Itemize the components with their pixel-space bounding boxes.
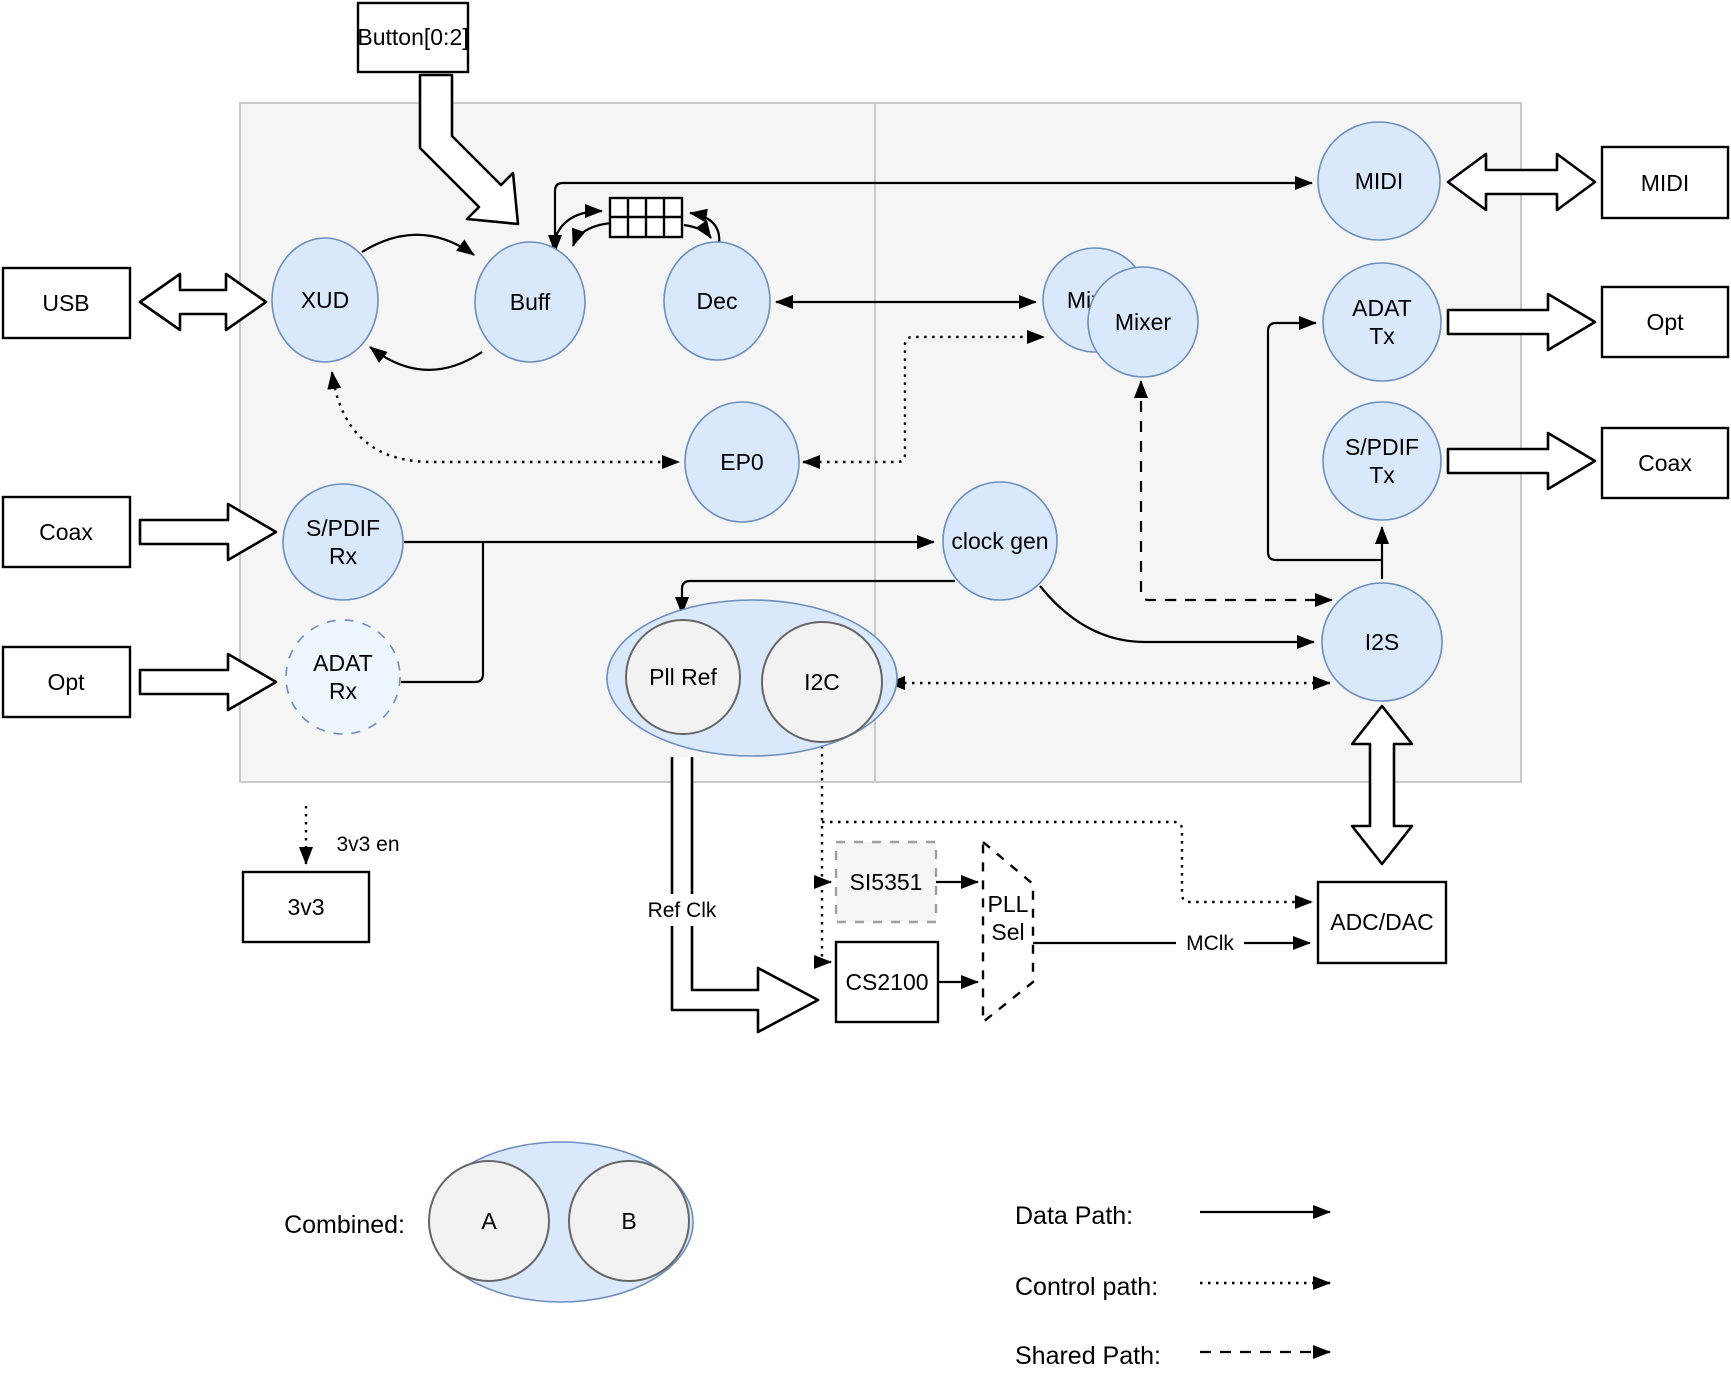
mclk-label: MClk — [1186, 932, 1234, 955]
adat-rx-label-1: ADAT — [313, 650, 373, 676]
ep0-label: EP0 — [720, 449, 763, 475]
opt-out-box — [1600, 285, 1730, 359]
i2s-label: I2S — [1365, 629, 1400, 655]
combined-legend-a-label: A — [481, 1208, 497, 1234]
pll-ref-node — [625, 619, 741, 735]
adat-rx-label-2: Rx — [329, 678, 358, 704]
spdif-tx-node — [1322, 401, 1442, 521]
si5351-label: SI5351 — [850, 869, 923, 895]
pll-sel-label-2: Sel — [991, 919, 1024, 945]
coax-in-box — [1, 495, 132, 569]
adc-dac-box — [1316, 880, 1448, 965]
pll-sel-label-1: PLL — [988, 891, 1029, 917]
adat-rx-node — [285, 619, 401, 735]
dec-queue-link — [689, 208, 721, 245]
combined-legend-circle-b — [568, 1160, 690, 1282]
queue-buff-link — [571, 221, 613, 247]
mixer-i2s-shared — [1134, 380, 1333, 607]
adat-tx-node — [1322, 262, 1442, 382]
midi-out-box — [1600, 145, 1730, 220]
mixer-label: Mixer — [1115, 309, 1172, 335]
buff-queue-link — [550, 204, 603, 251]
data-path-legend-label: Data Path: — [1015, 1202, 1133, 1230]
dec-node — [663, 241, 771, 361]
adat-tx-label-1: ADAT — [1352, 295, 1412, 321]
mixer-node-front — [1087, 266, 1199, 378]
ref-clk-arrow — [670, 757, 820, 1034]
shared-path-legend-label: Shared Path: — [1015, 1342, 1161, 1370]
midi-node — [1317, 121, 1441, 241]
spdif-rx-node — [282, 483, 404, 601]
usb-bidir-arrow — [138, 272, 268, 332]
si5351-box — [834, 840, 938, 924]
midi-out-label: MIDI — [1641, 170, 1690, 196]
clockgen-pllref-link — [675, 579, 955, 615]
usb-box — [1, 266, 132, 340]
buff-xud-link-lower — [369, 346, 483, 371]
ep0-node — [684, 401, 800, 523]
pll-sel-mux — [981, 839, 1035, 1025]
combined-legend-b-label: B — [621, 1208, 636, 1234]
adat-tx-label-2: Tx — [1369, 323, 1395, 349]
buff-label: Buff — [510, 289, 551, 315]
spdif-rx-label-1: S/PDIF — [306, 515, 380, 541]
cs2100-box — [834, 940, 940, 1024]
queue-dec-link — [683, 220, 712, 239]
power-enable-label: 3v3 en — [336, 833, 399, 856]
i2c-label: I2C — [804, 669, 840, 695]
dec-label: Dec — [697, 288, 738, 314]
i2s-node — [1321, 582, 1443, 702]
xud-buff-link-upper — [361, 233, 475, 256]
coax-out-arrow — [1446, 431, 1597, 491]
opt-in-arrow — [138, 652, 278, 712]
xud-label: XUD — [301, 287, 350, 313]
i2s-adcdac-bidir-arrow — [1350, 704, 1414, 866]
buff-midi-link — [548, 176, 1313, 253]
button-press-arrow — [418, 73, 520, 226]
coax-in-arrow — [138, 502, 278, 562]
power-3v3-label: 3v3 — [287, 894, 324, 920]
clock-gen-node — [942, 481, 1058, 601]
button-label: Button[0:2] — [357, 24, 468, 50]
clockgen-i2s-link — [1039, 585, 1315, 649]
i2c-node — [761, 621, 883, 743]
mclk-label-bg — [1176, 928, 1244, 958]
buff-node — [474, 241, 586, 363]
spdif-rx-label-2: Rx — [329, 543, 358, 569]
ref-clk-label-bg — [640, 894, 724, 926]
combined-legend-label: Combined: — [284, 1211, 405, 1239]
opt-out-label: Opt — [1646, 309, 1684, 335]
usb-label: USB — [42, 290, 89, 316]
clock-gen-label: clock gen — [951, 528, 1048, 554]
button-box — [356, 1, 470, 74]
adc-dac-label: ADC/DAC — [1330, 909, 1434, 935]
midi-node-label: MIDI — [1355, 168, 1404, 194]
midi-bidir-arrow — [1446, 152, 1597, 212]
coax-out-box — [1600, 426, 1730, 500]
spdif-tx-label-2: Tx — [1369, 462, 1395, 488]
pll-ref-label: Pll Ref — [649, 664, 717, 690]
opt-out-arrow — [1446, 292, 1597, 352]
spdif-tx-label-1: S/PDIF — [1345, 434, 1419, 460]
control-path-legend-label: Control path: — [1015, 1273, 1158, 1301]
coax-out-label: Coax — [1638, 450, 1692, 476]
coax-in-label: Coax — [39, 519, 93, 545]
opt-in-box — [1, 645, 132, 719]
ref-clk-label: Ref Clk — [648, 899, 717, 922]
fifo-queue-icon — [608, 196, 684, 239]
opt-in-label: Opt — [47, 669, 85, 695]
xud-node — [271, 237, 379, 363]
adatrx-clockgen-link — [401, 542, 485, 684]
xud-ep0-control — [327, 371, 680, 469]
cs2100-label: CS2100 — [845, 969, 928, 995]
combined-legend-circle-a — [428, 1160, 550, 1282]
power-3v3-box — [241, 870, 371, 944]
ep0-mixer-control — [802, 330, 1045, 469]
